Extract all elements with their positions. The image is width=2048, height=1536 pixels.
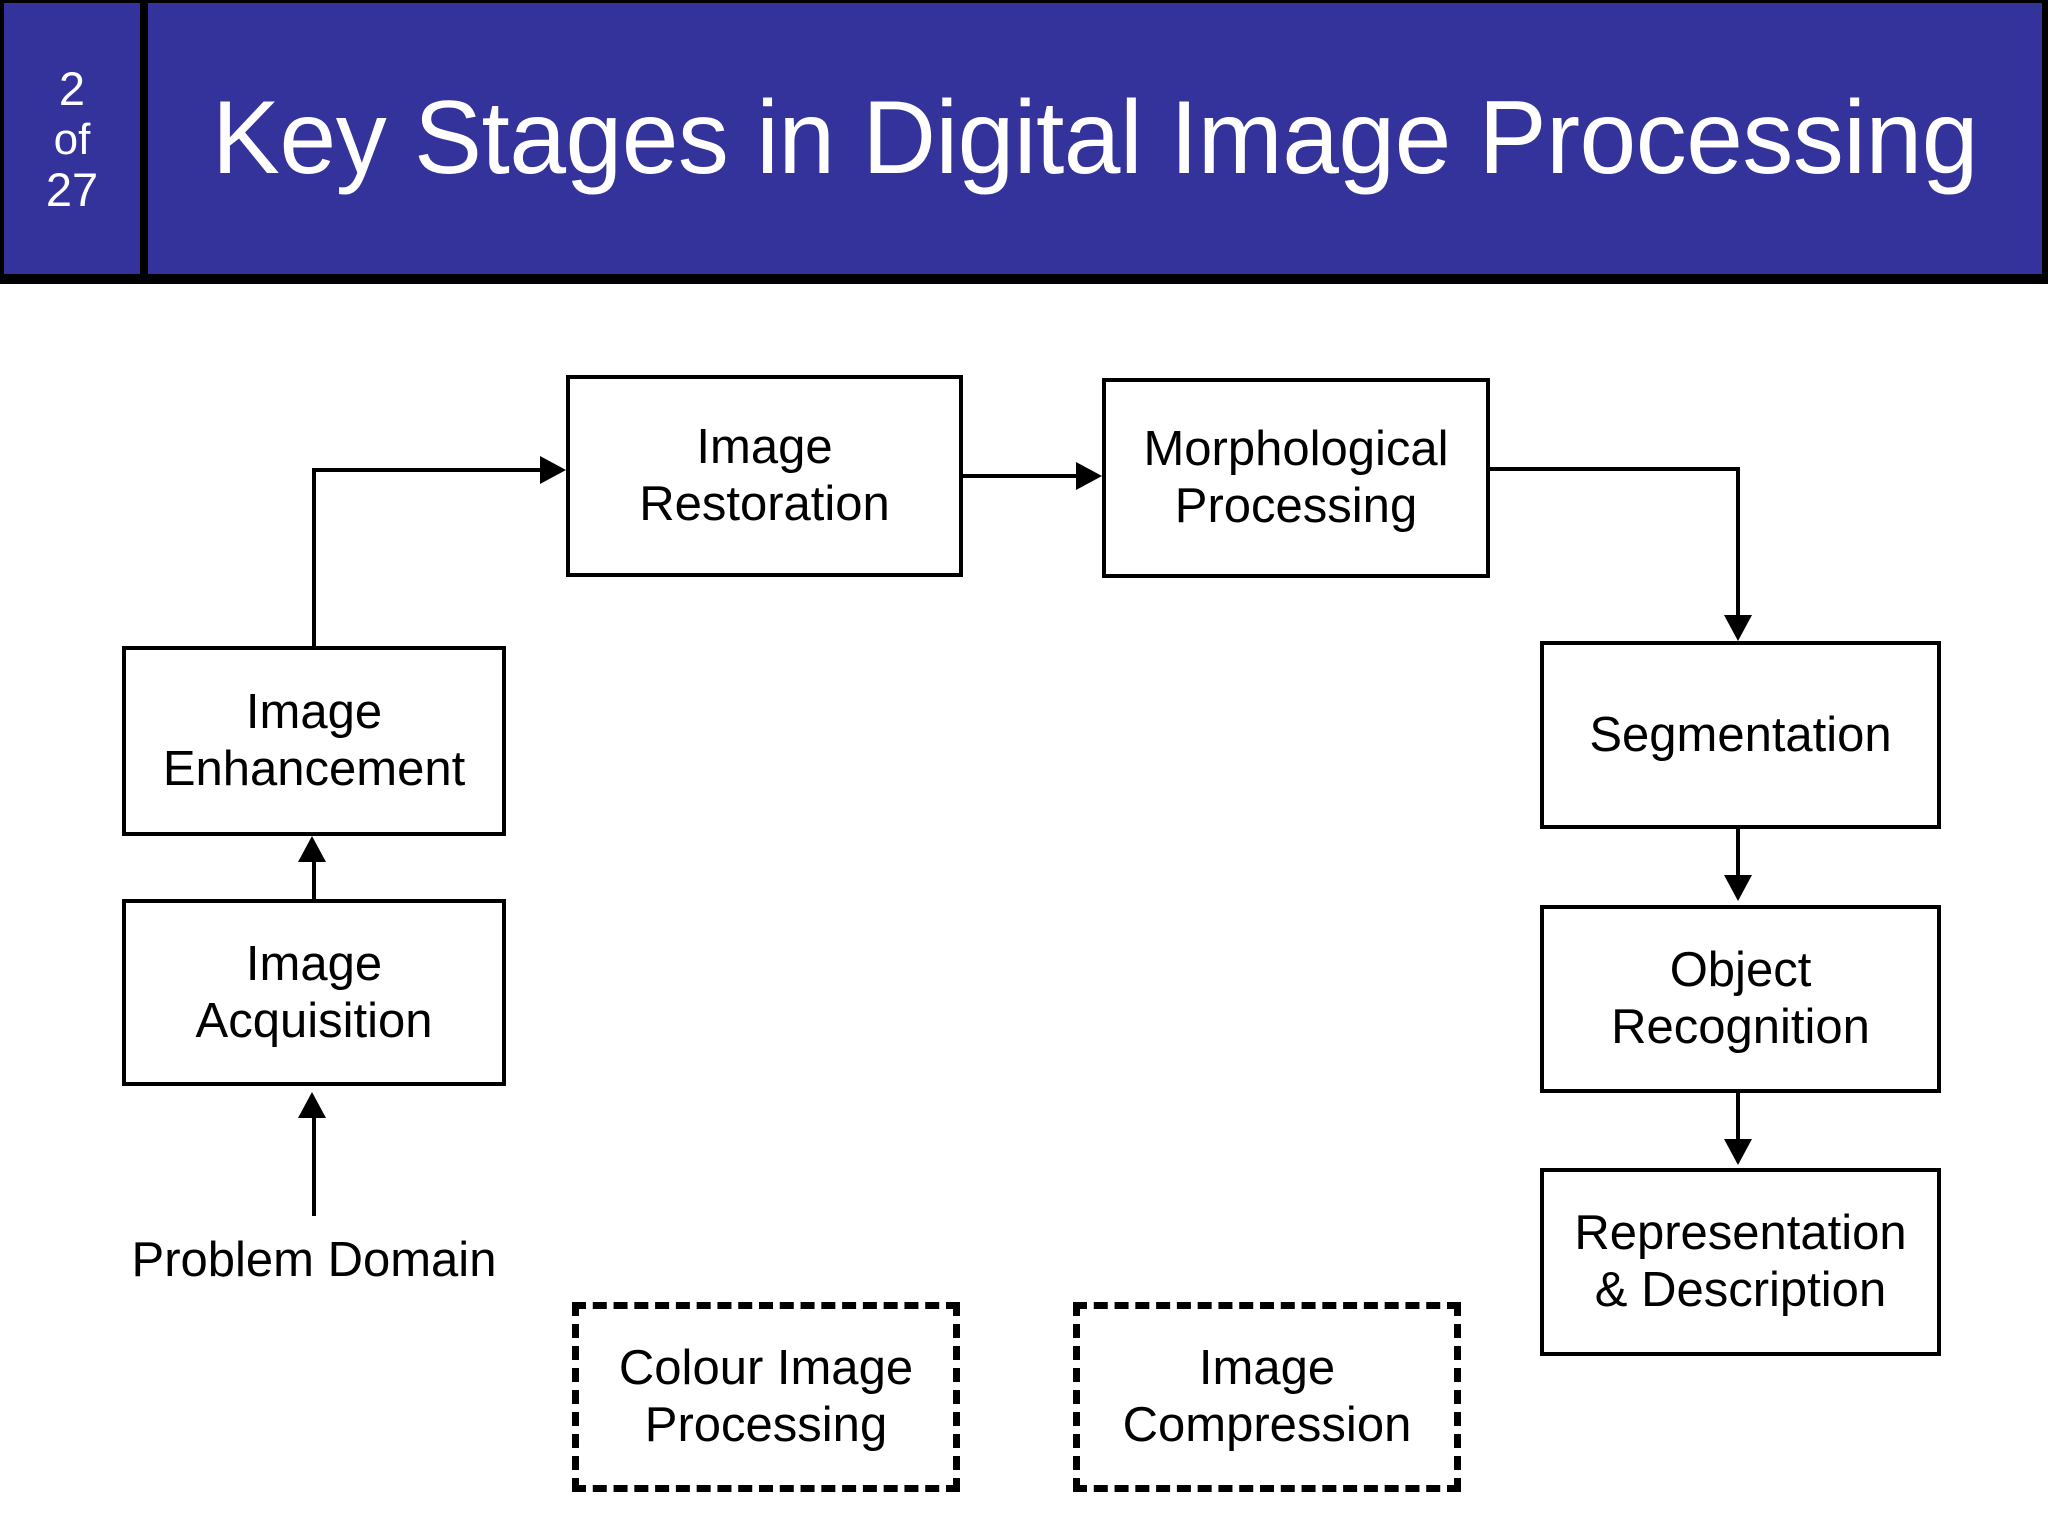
arrowhead-enhancement-in [298,836,326,862]
edge-enhancement-riser [312,468,316,648]
page-title: Key Stages in Digital Image Processing [212,80,1978,196]
title-banner: Key Stages in Digital Image Processing [148,3,2042,274]
edge-morphological-to-segmentation-h [1490,467,1740,471]
page-number-of-label: of [53,114,91,164]
label-problem-domain: Problem Domain [131,1233,497,1287]
node-image-compression[interactable]: Image Compression [1073,1302,1461,1492]
edge-problem-domain-to-acquisition [312,1118,316,1216]
arrowhead-representation-in [1724,1139,1752,1165]
arrowhead-restoration-in [540,456,566,484]
node-colour-image-processing[interactable]: Colour Image Processing [572,1302,960,1492]
edge-object-recognition-to-representation [1736,1093,1740,1143]
arrowhead-acquisition-in [298,1092,326,1118]
page-counter: 2 of 27 [4,3,140,274]
page-number-total: 27 [45,162,99,216]
edge-enhancement-to-restoration [312,468,540,472]
slide-header: 2 of 27 Key Stages in Digital Image Proc… [0,0,2048,284]
node-image-restoration[interactable]: Image Restoration [566,375,963,577]
arrowhead-object-recognition-in [1724,875,1752,901]
node-morphological-processing[interactable]: Morphological Processing [1102,378,1490,578]
page-number-current: 2 [58,61,86,115]
node-representation-description[interactable]: Representation & Description [1540,1168,1941,1356]
edge-segmentation-to-object-recognition [1736,829,1740,879]
arrowhead-segmentation-in [1724,615,1752,641]
edge-restoration-to-morphological [963,474,1076,478]
edge-morphological-to-segmentation-v [1736,467,1740,619]
node-object-recognition[interactable]: Object Recognition [1540,905,1941,1093]
node-segmentation[interactable]: Segmentation [1540,641,1941,829]
node-image-acquisition[interactable]: Image Acquisition [122,899,506,1086]
arrowhead-morphological-in [1076,462,1102,490]
edge-acquisition-to-enhancement [312,862,316,902]
node-image-enhancement[interactable]: Image Enhancement [122,646,506,836]
